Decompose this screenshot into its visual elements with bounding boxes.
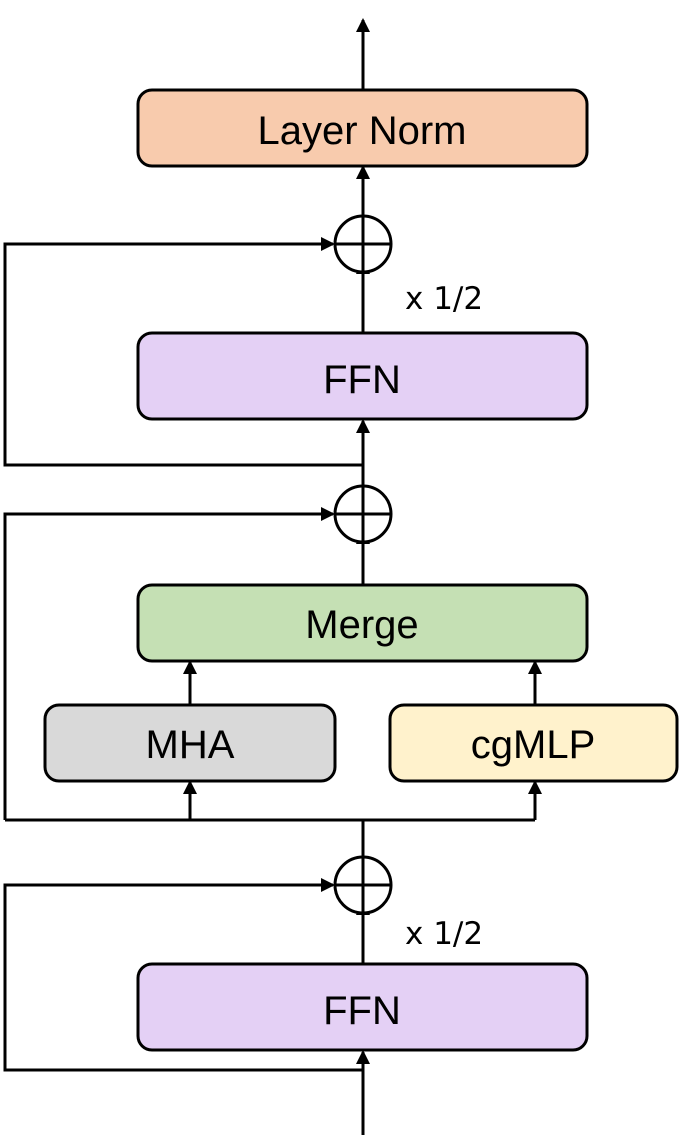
- ffn-bottom-block: FFN: [136, 962, 589, 1052]
- merge-label: Merge: [305, 603, 418, 647]
- ffn-bottom-label: FFN: [323, 989, 401, 1033]
- residual-path-top: [3, 237, 363, 467]
- ffn-top-label: FFN: [323, 358, 401, 402]
- scale-label-top: x 1/2: [405, 281, 483, 317]
- layer-norm-block: Layer Norm: [136, 88, 589, 168]
- flow-lines: [3, 18, 542, 1135]
- residual-path-middle: [3, 507, 335, 820]
- cgmlp-label: cgMLP: [471, 723, 596, 767]
- circle-plus-icon: [333, 484, 393, 544]
- scale-label-bottom: x 1/2: [405, 916, 483, 952]
- layer-norm-label: Layer Norm: [258, 109, 467, 153]
- mha-block: MHA: [43, 703, 337, 783]
- circle-plus-icon: [333, 214, 393, 274]
- cgmlp-block: cgMLP: [388, 703, 679, 783]
- circle-plus-icon: [333, 855, 393, 915]
- residual-path-bottom: [3, 878, 363, 1072]
- mha-label: MHA: [146, 723, 235, 767]
- ffn-top-block: FFN: [136, 331, 589, 421]
- merge-block: Merge: [136, 583, 589, 663]
